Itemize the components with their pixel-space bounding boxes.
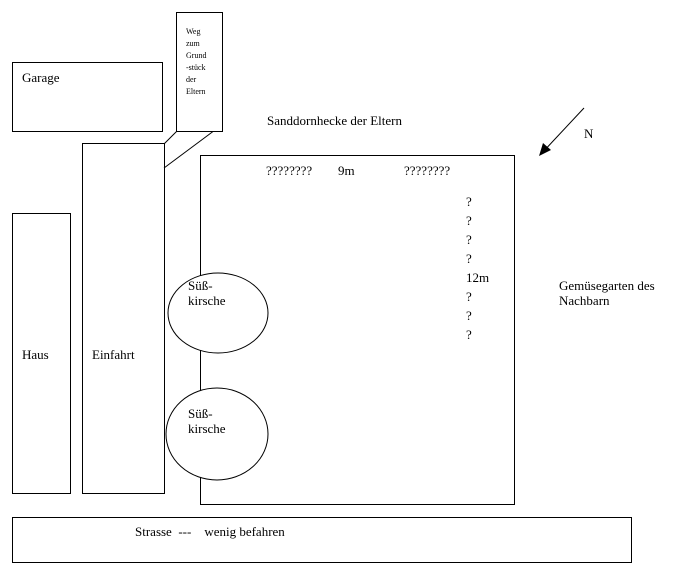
length-mark: ? xyxy=(466,289,472,304)
cherry-label-line: kirsche xyxy=(188,421,226,436)
path-label-line: der xyxy=(186,75,197,84)
hedge-label: Sanddornhecke der Eltern xyxy=(267,113,403,128)
cherry-label-line: kirsche xyxy=(188,293,226,308)
neighbor-label: Gemüsegarten des Nachbarn xyxy=(559,278,655,308)
house-label: Haus xyxy=(22,347,49,362)
cherry-label-2: Süß- kirsche xyxy=(188,406,226,436)
length-mark: ? xyxy=(466,251,472,266)
length-mark: ? xyxy=(466,327,472,342)
driveway-label: Einfahrt xyxy=(92,347,135,362)
cherry-tree-1 xyxy=(167,272,269,354)
length-mark: ? xyxy=(466,194,472,209)
cherry-label-1: Süß- kirsche xyxy=(188,278,226,308)
width-marks-right: ???????? xyxy=(404,163,451,178)
path-label-line: -stück xyxy=(186,63,206,72)
driveway-box xyxy=(82,143,165,494)
width-value: 9m xyxy=(338,163,355,178)
garage-box xyxy=(12,62,163,132)
neighbor-label-line: Nachbarn xyxy=(559,293,610,308)
length-mark: ? xyxy=(466,308,472,323)
path-label-line: Grund xyxy=(186,51,207,60)
neighbor-label-line: Gemüsegarten des xyxy=(559,278,655,293)
path-label-line: Weg xyxy=(186,27,201,36)
path-line xyxy=(163,131,177,145)
length-mark: ? xyxy=(466,213,472,228)
path-line xyxy=(163,131,214,169)
cherry-label-line: Süß- xyxy=(188,278,213,293)
street-label: Strasse --- wenig befahren xyxy=(135,524,285,539)
cherry-tree-2 xyxy=(165,387,269,481)
path-label-line: Eltern xyxy=(186,87,206,96)
house-box xyxy=(12,213,71,494)
path-label-line: zum xyxy=(186,39,200,48)
street-box xyxy=(12,517,632,563)
north-label: N xyxy=(584,126,594,141)
cherry-label-line: Süß- xyxy=(188,406,213,421)
path-box xyxy=(176,12,223,132)
path-label: Weg zum Grund -stück der Eltern xyxy=(186,26,222,98)
garage-label: Garage xyxy=(22,70,60,85)
length-mark: ? xyxy=(466,232,472,247)
north-arrow-head xyxy=(539,143,551,156)
width-marks-left: ???????? xyxy=(266,163,313,178)
north-arrow-shaft xyxy=(540,107,585,155)
length-marks: ? ? ? ? 12m ? ? ? xyxy=(466,192,489,344)
length-value: 12m xyxy=(466,270,490,285)
